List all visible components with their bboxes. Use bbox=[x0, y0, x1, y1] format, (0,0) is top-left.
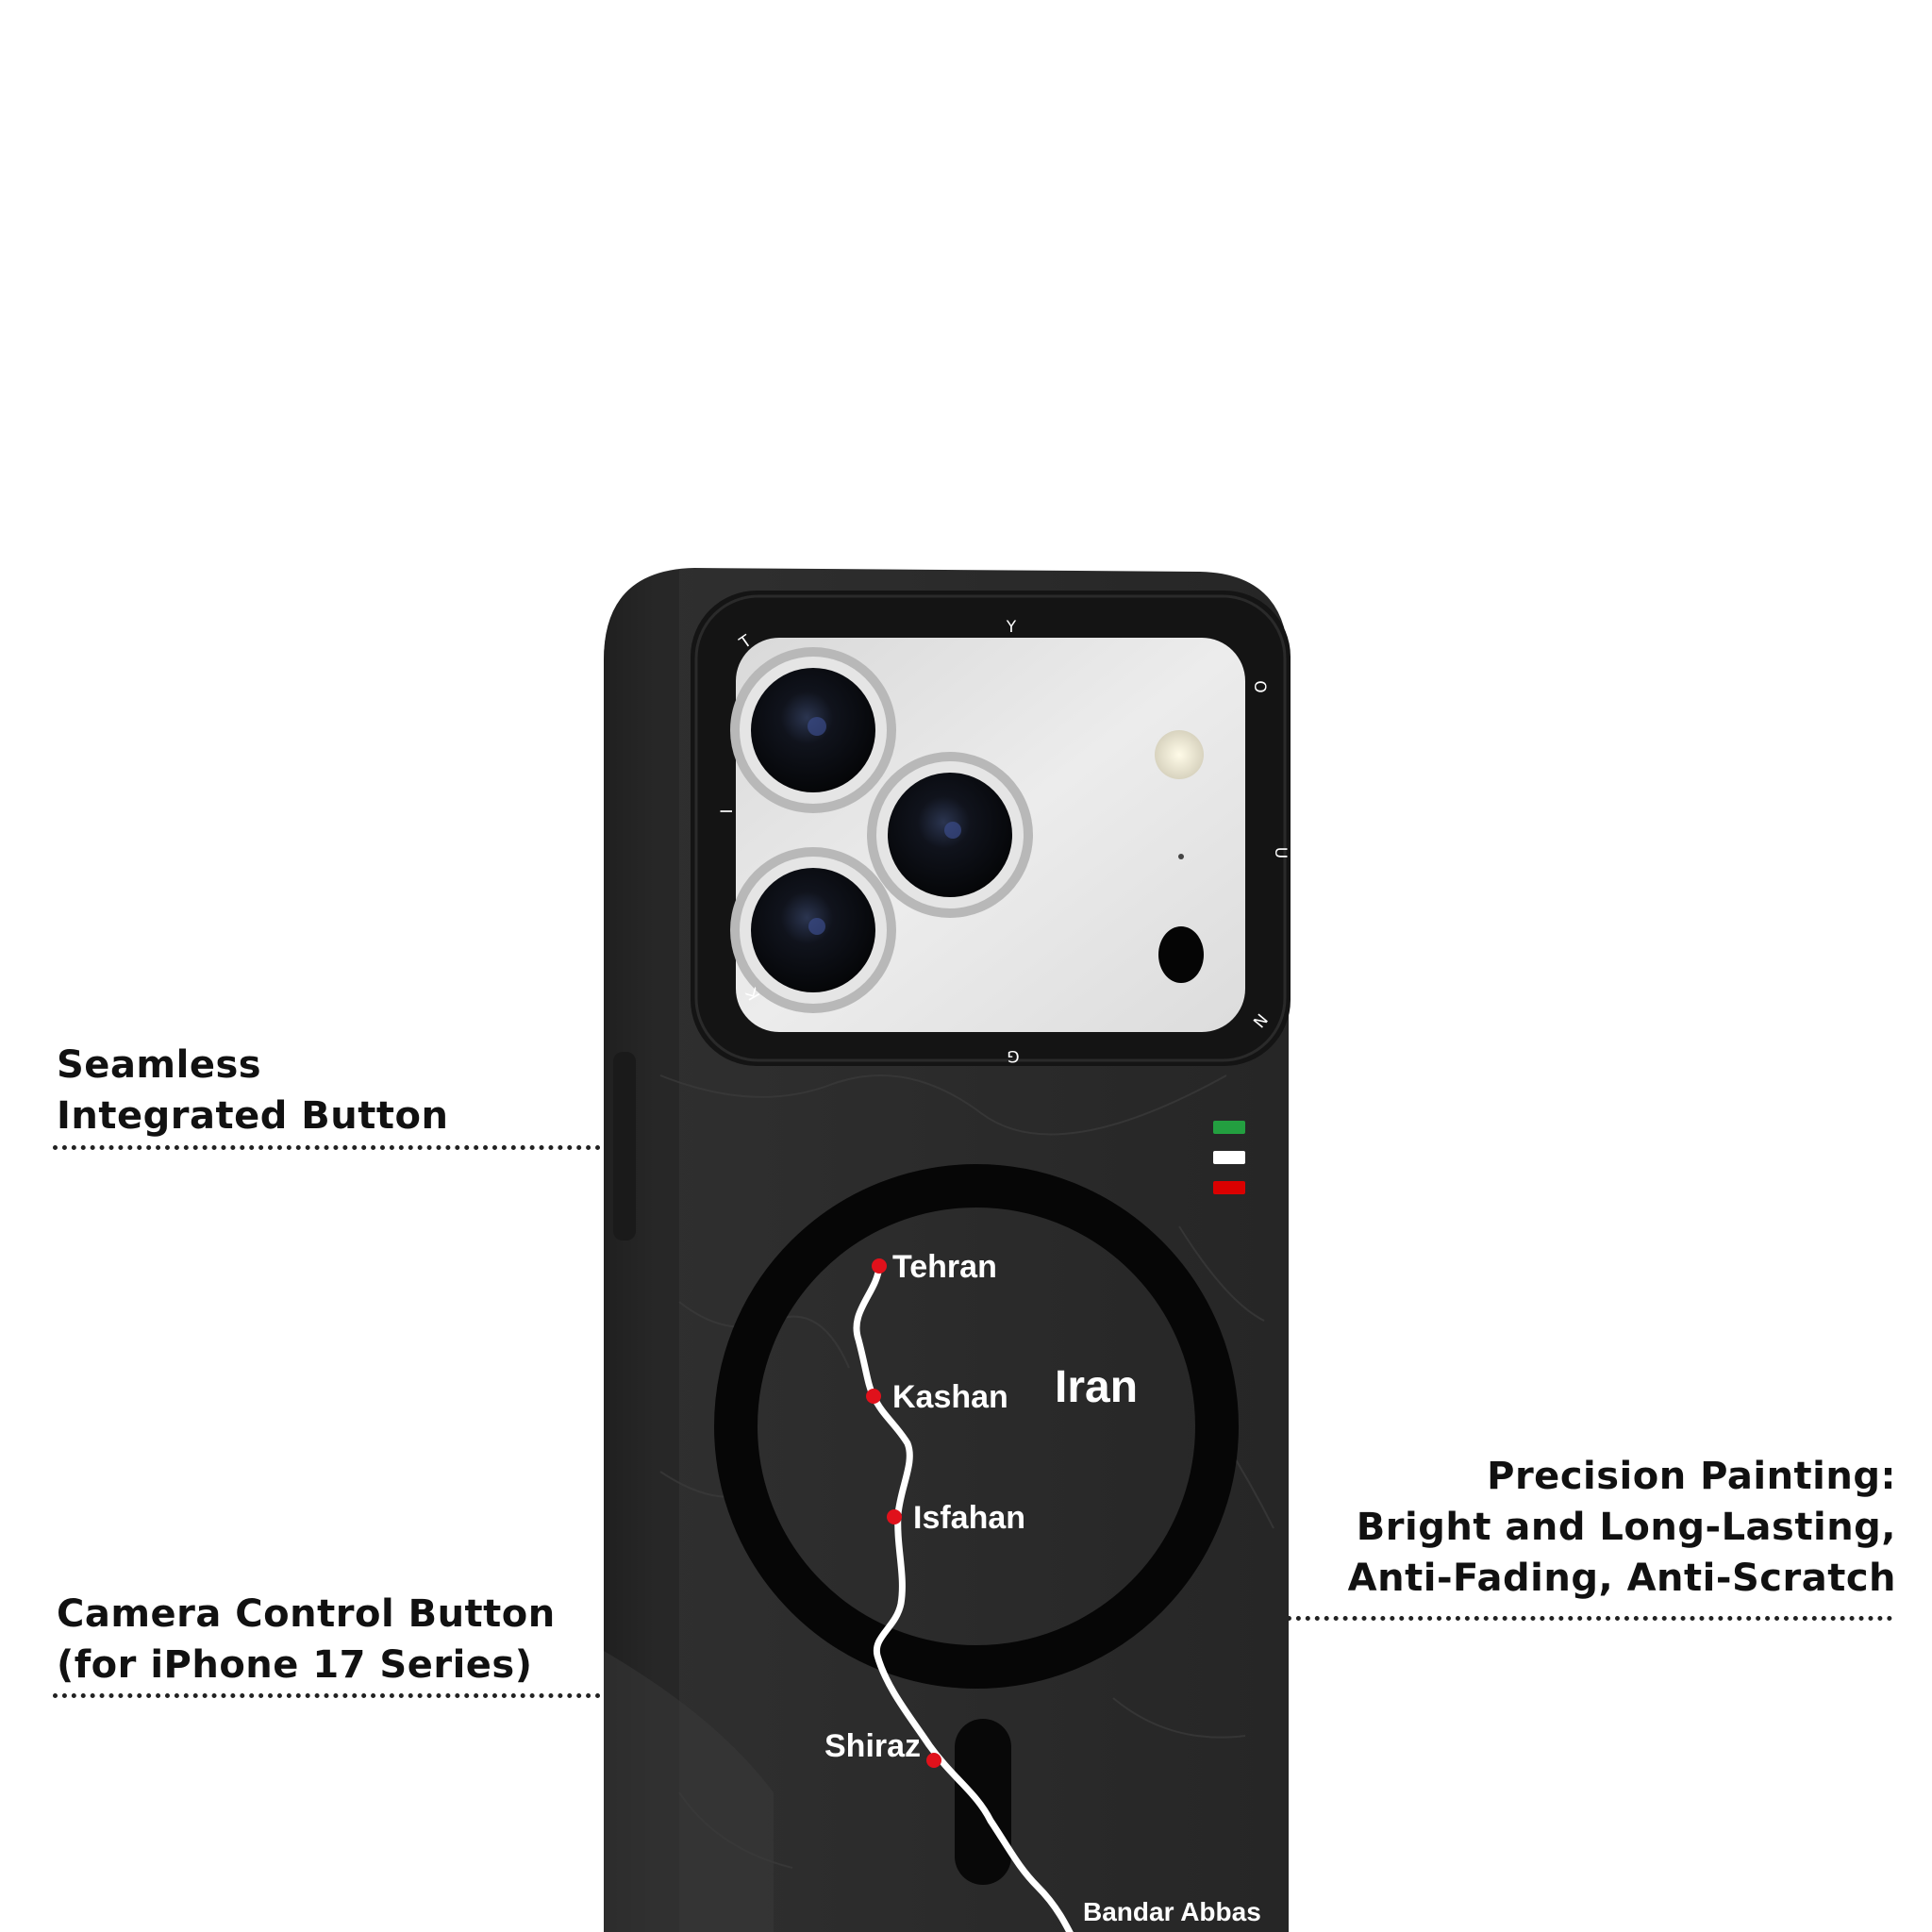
city-dot-tehran bbox=[872, 1258, 887, 1274]
lens-top-left bbox=[730, 647, 896, 813]
callout-line: Integrated Button bbox=[57, 1094, 449, 1138]
route-line bbox=[853, 1262, 1074, 1932]
lidar-sensor bbox=[1158, 926, 1204, 983]
city-label-shiraz: Shiraz bbox=[824, 1728, 921, 1764]
precision-painting-callout: Precision Painting: Bright and Long-Last… bbox=[1348, 1451, 1896, 1604]
iran-flag-icon bbox=[1213, 1121, 1245, 1194]
ring-letter-top: Y bbox=[1006, 618, 1017, 637]
lens-right bbox=[867, 752, 1033, 918]
callout-line: Seamless bbox=[57, 1043, 262, 1087]
ring-letter-left: I bbox=[718, 808, 737, 813]
city-label-kashan: Kashan bbox=[892, 1379, 1008, 1415]
magsafe-ring bbox=[714, 1164, 1239, 1689]
precision-leader-line bbox=[1277, 1616, 1892, 1621]
magsafe-alignment-slot bbox=[955, 1719, 1011, 1885]
ring-letter-bottom: G bbox=[1007, 1046, 1019, 1065]
callout-line: (for iPhone 17 Series) bbox=[57, 1643, 533, 1687]
callout-line: Precision Painting: bbox=[1487, 1455, 1896, 1498]
city-label-tehran: Tehran bbox=[892, 1249, 997, 1285]
country-label-iran: Iran bbox=[1055, 1362, 1138, 1412]
lens-bottom-left bbox=[730, 847, 896, 1013]
camera-control-leader-line bbox=[53, 1693, 675, 1698]
city-dot-isfahan bbox=[887, 1509, 902, 1524]
ring-letter-right: U bbox=[1271, 847, 1290, 858]
callout-line: Anti-Fading, Anti-Scratch bbox=[1347, 1557, 1896, 1600]
city-label-bandar-abbas: Bandar Abbas bbox=[1083, 1897, 1261, 1926]
city-label-isfahan: Isfahan bbox=[913, 1500, 1025, 1536]
city-dot-shiraz bbox=[926, 1753, 941, 1768]
seamless-button-callout: Seamless Integrated Button bbox=[57, 1040, 448, 1141]
city-dot-kashan bbox=[866, 1389, 881, 1404]
callout-line: Bright and Long-Lasting, bbox=[1356, 1506, 1896, 1549]
camera-control-callout: Camera Control Button (for iPhone 17 Ser… bbox=[57, 1589, 556, 1690]
ring-letter-top-right: O bbox=[1250, 680, 1269, 692]
callout-line: Camera Control Button bbox=[57, 1592, 556, 1636]
microphone-dot bbox=[1178, 854, 1184, 859]
flash-icon bbox=[1155, 730, 1204, 779]
side-integrated-button[interactable] bbox=[613, 1052, 636, 1241]
seamless-leader-line bbox=[53, 1145, 675, 1150]
